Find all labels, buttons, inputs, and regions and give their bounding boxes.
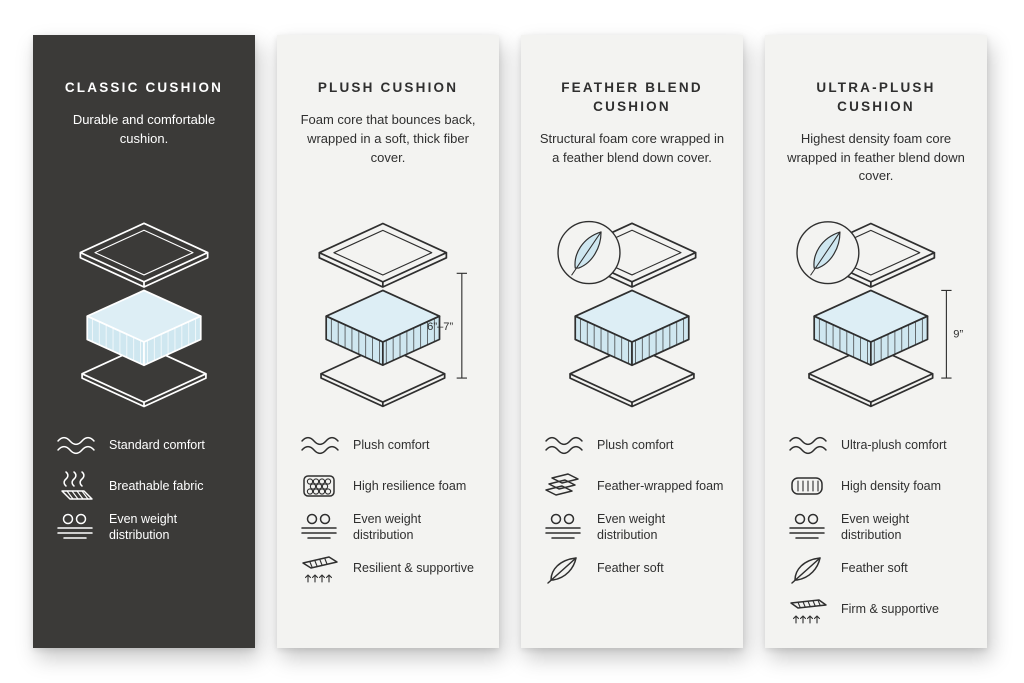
card-header: PLUSH CUSHION Foam core that bounces bac… xyxy=(291,79,485,199)
feature-label: Firm & supportive xyxy=(841,602,939,617)
feature-label: Even weight distribution xyxy=(109,512,178,543)
card-description: Foam core that bounces back, wrapped in … xyxy=(300,111,476,165)
card-header: FEATHER BLEND CUSHION Structural foam co… xyxy=(535,79,729,199)
cushion-illustration: 9” xyxy=(779,199,973,429)
card-board: CLASSIC CUSHION Durable and comfortable … xyxy=(33,35,987,648)
card-header: CLASSIC CUSHION Durable and comfortable … xyxy=(47,79,241,199)
card-description: Structural foam core wrapped in a feathe… xyxy=(539,130,725,165)
feature-label: Plush comfort xyxy=(353,437,430,452)
feature-label: Ultra-plush comfort xyxy=(841,437,947,452)
feature-row: Feather soft xyxy=(785,553,973,585)
cushion-illustration xyxy=(47,199,241,429)
honeycomb-icon xyxy=(303,475,335,497)
dimension-line xyxy=(941,289,952,379)
cushion-illustration: 6”–7” xyxy=(291,199,485,429)
feature-row: Even weight distribution xyxy=(53,511,241,544)
layered-cushion-diagram-icon xyxy=(557,220,697,407)
feature-row: Even weight distribution xyxy=(785,511,973,544)
card-description: Highest density foam core wrapped in fea… xyxy=(787,130,965,184)
feature-label: Breathable fabric xyxy=(109,478,204,493)
even-weight-icon xyxy=(545,514,581,539)
feature-row: Plush comfort xyxy=(541,429,729,461)
breathable-icon xyxy=(61,471,93,500)
feature-row: Even weight distribution xyxy=(297,511,485,544)
card-ultra-plush-cushion: ULTRA-PLUSH CUSHION Highest density foam… xyxy=(765,35,987,648)
cushion-illustration xyxy=(535,199,729,429)
layered-cushion-diagram-icon xyxy=(79,221,209,407)
card-description: Durable and comfortable cushion. xyxy=(72,111,216,146)
feature-row: Even weight distribution xyxy=(541,511,729,544)
waves-icon xyxy=(57,436,95,455)
even-weight-icon xyxy=(789,514,825,539)
layered-cushion-diagram-icon: 9” xyxy=(796,220,963,407)
waves-icon xyxy=(545,436,583,455)
feather-foam-icon xyxy=(545,473,579,496)
feature-row: Firm & supportive xyxy=(785,594,973,626)
card-title: CLASSIC CUSHION xyxy=(64,80,224,95)
waves-icon xyxy=(789,436,827,455)
feature-label: Standard comfort xyxy=(109,437,205,452)
even-weight-icon xyxy=(301,514,337,539)
feature-label: High density foam xyxy=(841,478,942,493)
card-plush-cushion: PLUSH CUSHION Foam core that bounces bac… xyxy=(277,35,499,648)
even-weight-icon xyxy=(57,514,93,539)
feature-list: Plush comfort High resilience foam Even … xyxy=(291,429,485,585)
firm-icon xyxy=(790,598,827,624)
card-classic-cushion: CLASSIC CUSHION Durable and comfortable … xyxy=(33,35,255,648)
card-header: ULTRA-PLUSH CUSHION Highest density foam… xyxy=(779,79,973,199)
feature-row: Plush comfort xyxy=(297,429,485,461)
feature-label: Feather soft xyxy=(841,561,908,576)
resilient-icon xyxy=(302,555,338,583)
feature-label: Plush comfort xyxy=(597,437,674,452)
density-foam-icon xyxy=(791,477,823,495)
card-title: FEATHER BLEND CUSHION xyxy=(561,80,703,114)
card-feather-blend-cushion: FEATHER BLEND CUSHION Structural foam co… xyxy=(521,35,743,648)
feature-label: Feather-wrapped foam xyxy=(597,478,724,493)
dimension-line xyxy=(456,272,467,379)
feather-badge-icon xyxy=(796,220,860,284)
feature-label: Even weight distribution xyxy=(841,512,910,543)
feature-label: Even weight distribution xyxy=(353,512,422,543)
feature-row: High resilience foam xyxy=(297,470,485,502)
measurement-label: 6”–7” xyxy=(427,320,453,332)
feature-list: Plush comfort Feather-wrapped foam Even … xyxy=(535,429,729,585)
layered-cushion-diagram-icon: 6”–7” xyxy=(318,222,467,407)
measurement-label: 9” xyxy=(953,328,963,340)
feature-list: Ultra-plush comfort High density foam Ev… xyxy=(779,429,973,626)
feature-row: Feather soft xyxy=(541,553,729,585)
feature-row: High density foam xyxy=(785,470,973,502)
card-title: PLUSH CUSHION xyxy=(317,80,459,95)
waves-icon xyxy=(301,436,339,455)
feature-label: High resilience foam xyxy=(353,478,467,493)
feature-label: Feather soft xyxy=(597,561,664,576)
feature-list: Standard comfort Breathable fabric Even … xyxy=(47,429,241,544)
feature-label: Resilient & supportive xyxy=(353,561,474,576)
feature-row: Resilient & supportive xyxy=(297,553,485,585)
card-title: ULTRA-PLUSH CUSHION xyxy=(816,80,936,114)
feature-row: Breathable fabric xyxy=(53,470,241,502)
feature-row: Standard comfort xyxy=(53,429,241,461)
feature-row: Feather-wrapped foam xyxy=(541,470,729,502)
feature-row: Ultra-plush comfort xyxy=(785,429,973,461)
feather-icon xyxy=(791,556,821,584)
feature-label: Even weight distribution xyxy=(597,512,666,543)
feather-badge-icon xyxy=(557,220,621,284)
feather-icon xyxy=(547,556,577,584)
